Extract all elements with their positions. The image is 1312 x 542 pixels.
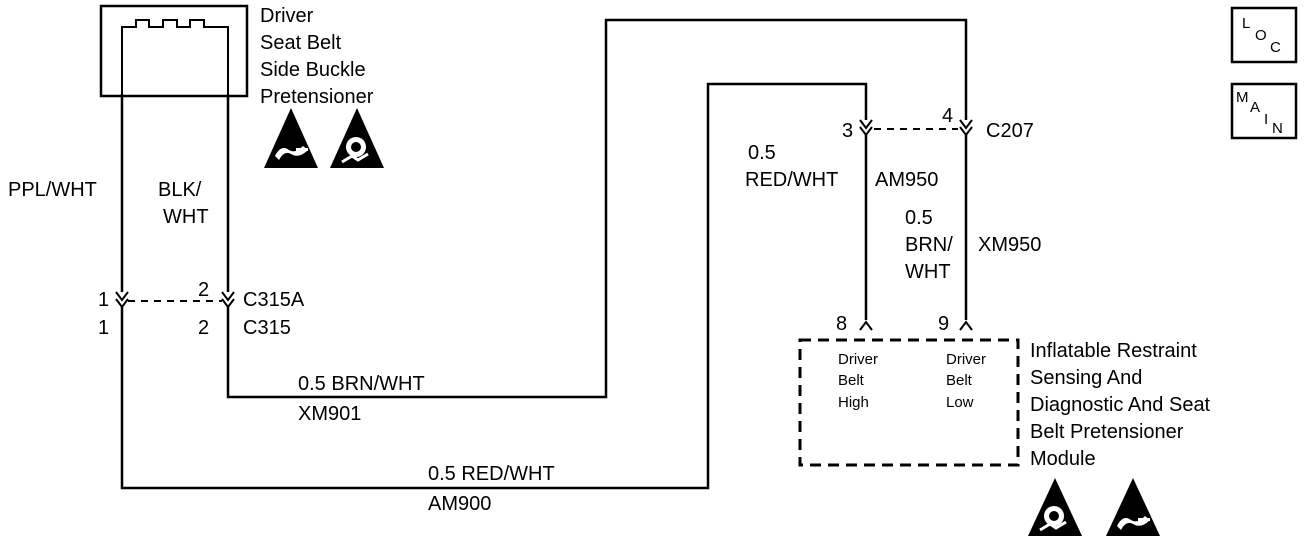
- wire-color-blk-wht-line-2: WHT: [163, 206, 209, 228]
- main-letter-2: A: [1250, 99, 1260, 116]
- wire-am950-circuit: AM950: [875, 169, 938, 191]
- pretensioner-internal-contact: [121, 19, 229, 94]
- main-letter-4: N: [1272, 120, 1283, 137]
- pretensioner-label-line-1: Driver: [260, 5, 314, 27]
- connector-c207: [859, 119, 973, 137]
- pretensioner-label-line-3: Side Buckle: [260, 59, 366, 81]
- wire-am950-size: 0.5: [748, 142, 776, 164]
- connector-c315a-c315: [115, 291, 235, 309]
- module-low-line-3: Low: [946, 394, 974, 411]
- wire-xm950-color-line-2: WHT: [905, 261, 951, 283]
- c315-pin-1: 1: [98, 317, 109, 339]
- module-low-line-2: Belt: [946, 372, 973, 389]
- pretensioner-label-line-2: Seat Belt: [260, 32, 342, 54]
- loc-letter-2: O: [1255, 27, 1267, 44]
- wire-xm950-circuit: XM950: [978, 234, 1041, 256]
- wire-am900: [120, 82, 868, 490]
- main-letter-3: I: [1264, 111, 1268, 128]
- c207-pin-3: 3: [842, 120, 853, 142]
- module-box: [798, 338, 1020, 467]
- module-pin-8: 8: [836, 313, 847, 335]
- c315a-pin-2: 2: [198, 279, 209, 301]
- c315-label: C315: [243, 317, 291, 339]
- main-button[interactable]: M A I N: [1230, 82, 1298, 140]
- module-high-line-1: Driver: [838, 351, 878, 368]
- wire-xm901: [226, 18, 968, 399]
- c315a-label: C315A: [243, 289, 305, 311]
- module-label-line-2: Sensing And: [1030, 367, 1142, 389]
- module-pin-9: 9: [938, 313, 949, 335]
- module-low-line-1: Driver: [946, 351, 986, 368]
- module-pin-9-terminal: [959, 320, 973, 331]
- module-high-line-2: Belt: [838, 372, 865, 389]
- main-letter-1: M: [1236, 89, 1249, 106]
- wire-am950-color: RED/WHT: [745, 169, 838, 191]
- module-label-line-5: Module: [1030, 448, 1096, 470]
- module-pin-8-terminal: [859, 320, 873, 331]
- pretensioner-box: [99, 4, 249, 98]
- esd-warning-icon: [264, 108, 318, 168]
- wire-xm950-size: 0.5: [905, 207, 933, 229]
- esd-warning-icon: [1106, 478, 1160, 536]
- c315-pin-2: 2: [198, 317, 209, 339]
- wire-color-blk-wht-line-1: BLK/: [158, 179, 202, 201]
- module-label-line-1: Inflatable Restraint: [1030, 340, 1197, 362]
- c207-label: C207: [986, 120, 1034, 142]
- airbag-warning-icon: [330, 108, 384, 168]
- loc-letter-3: C: [1270, 39, 1281, 56]
- module-high-line-3: High: [838, 394, 869, 411]
- wire-xm950-color-line-1: BRN/: [905, 234, 953, 256]
- wire-xm901-circuit: XM901: [298, 403, 361, 425]
- pretensioner-label-line-4: Pretensioner: [260, 86, 374, 108]
- c315a-pin-1: 1: [98, 289, 109, 311]
- wire-am900-circuit: AM900: [428, 493, 491, 515]
- module-label-line-3: Diagnostic And Seat: [1030, 394, 1211, 416]
- module-label-line-4: Belt Pretensioner: [1030, 421, 1184, 443]
- wire-color-ppl-wht: PPL/WHT: [8, 179, 97, 201]
- wire-am900-size-color: 0.5 RED/WHT: [428, 463, 555, 485]
- airbag-warning-icon: [1028, 478, 1082, 536]
- loc-letter-1: L: [1242, 15, 1250, 32]
- c207-pin-4: 4: [942, 105, 953, 127]
- wire-xm901-size-color: 0.5 BRN/WHT: [298, 373, 425, 395]
- pretensioner-component: [99, 4, 249, 98]
- loc-button[interactable]: L O C: [1230, 6, 1298, 64]
